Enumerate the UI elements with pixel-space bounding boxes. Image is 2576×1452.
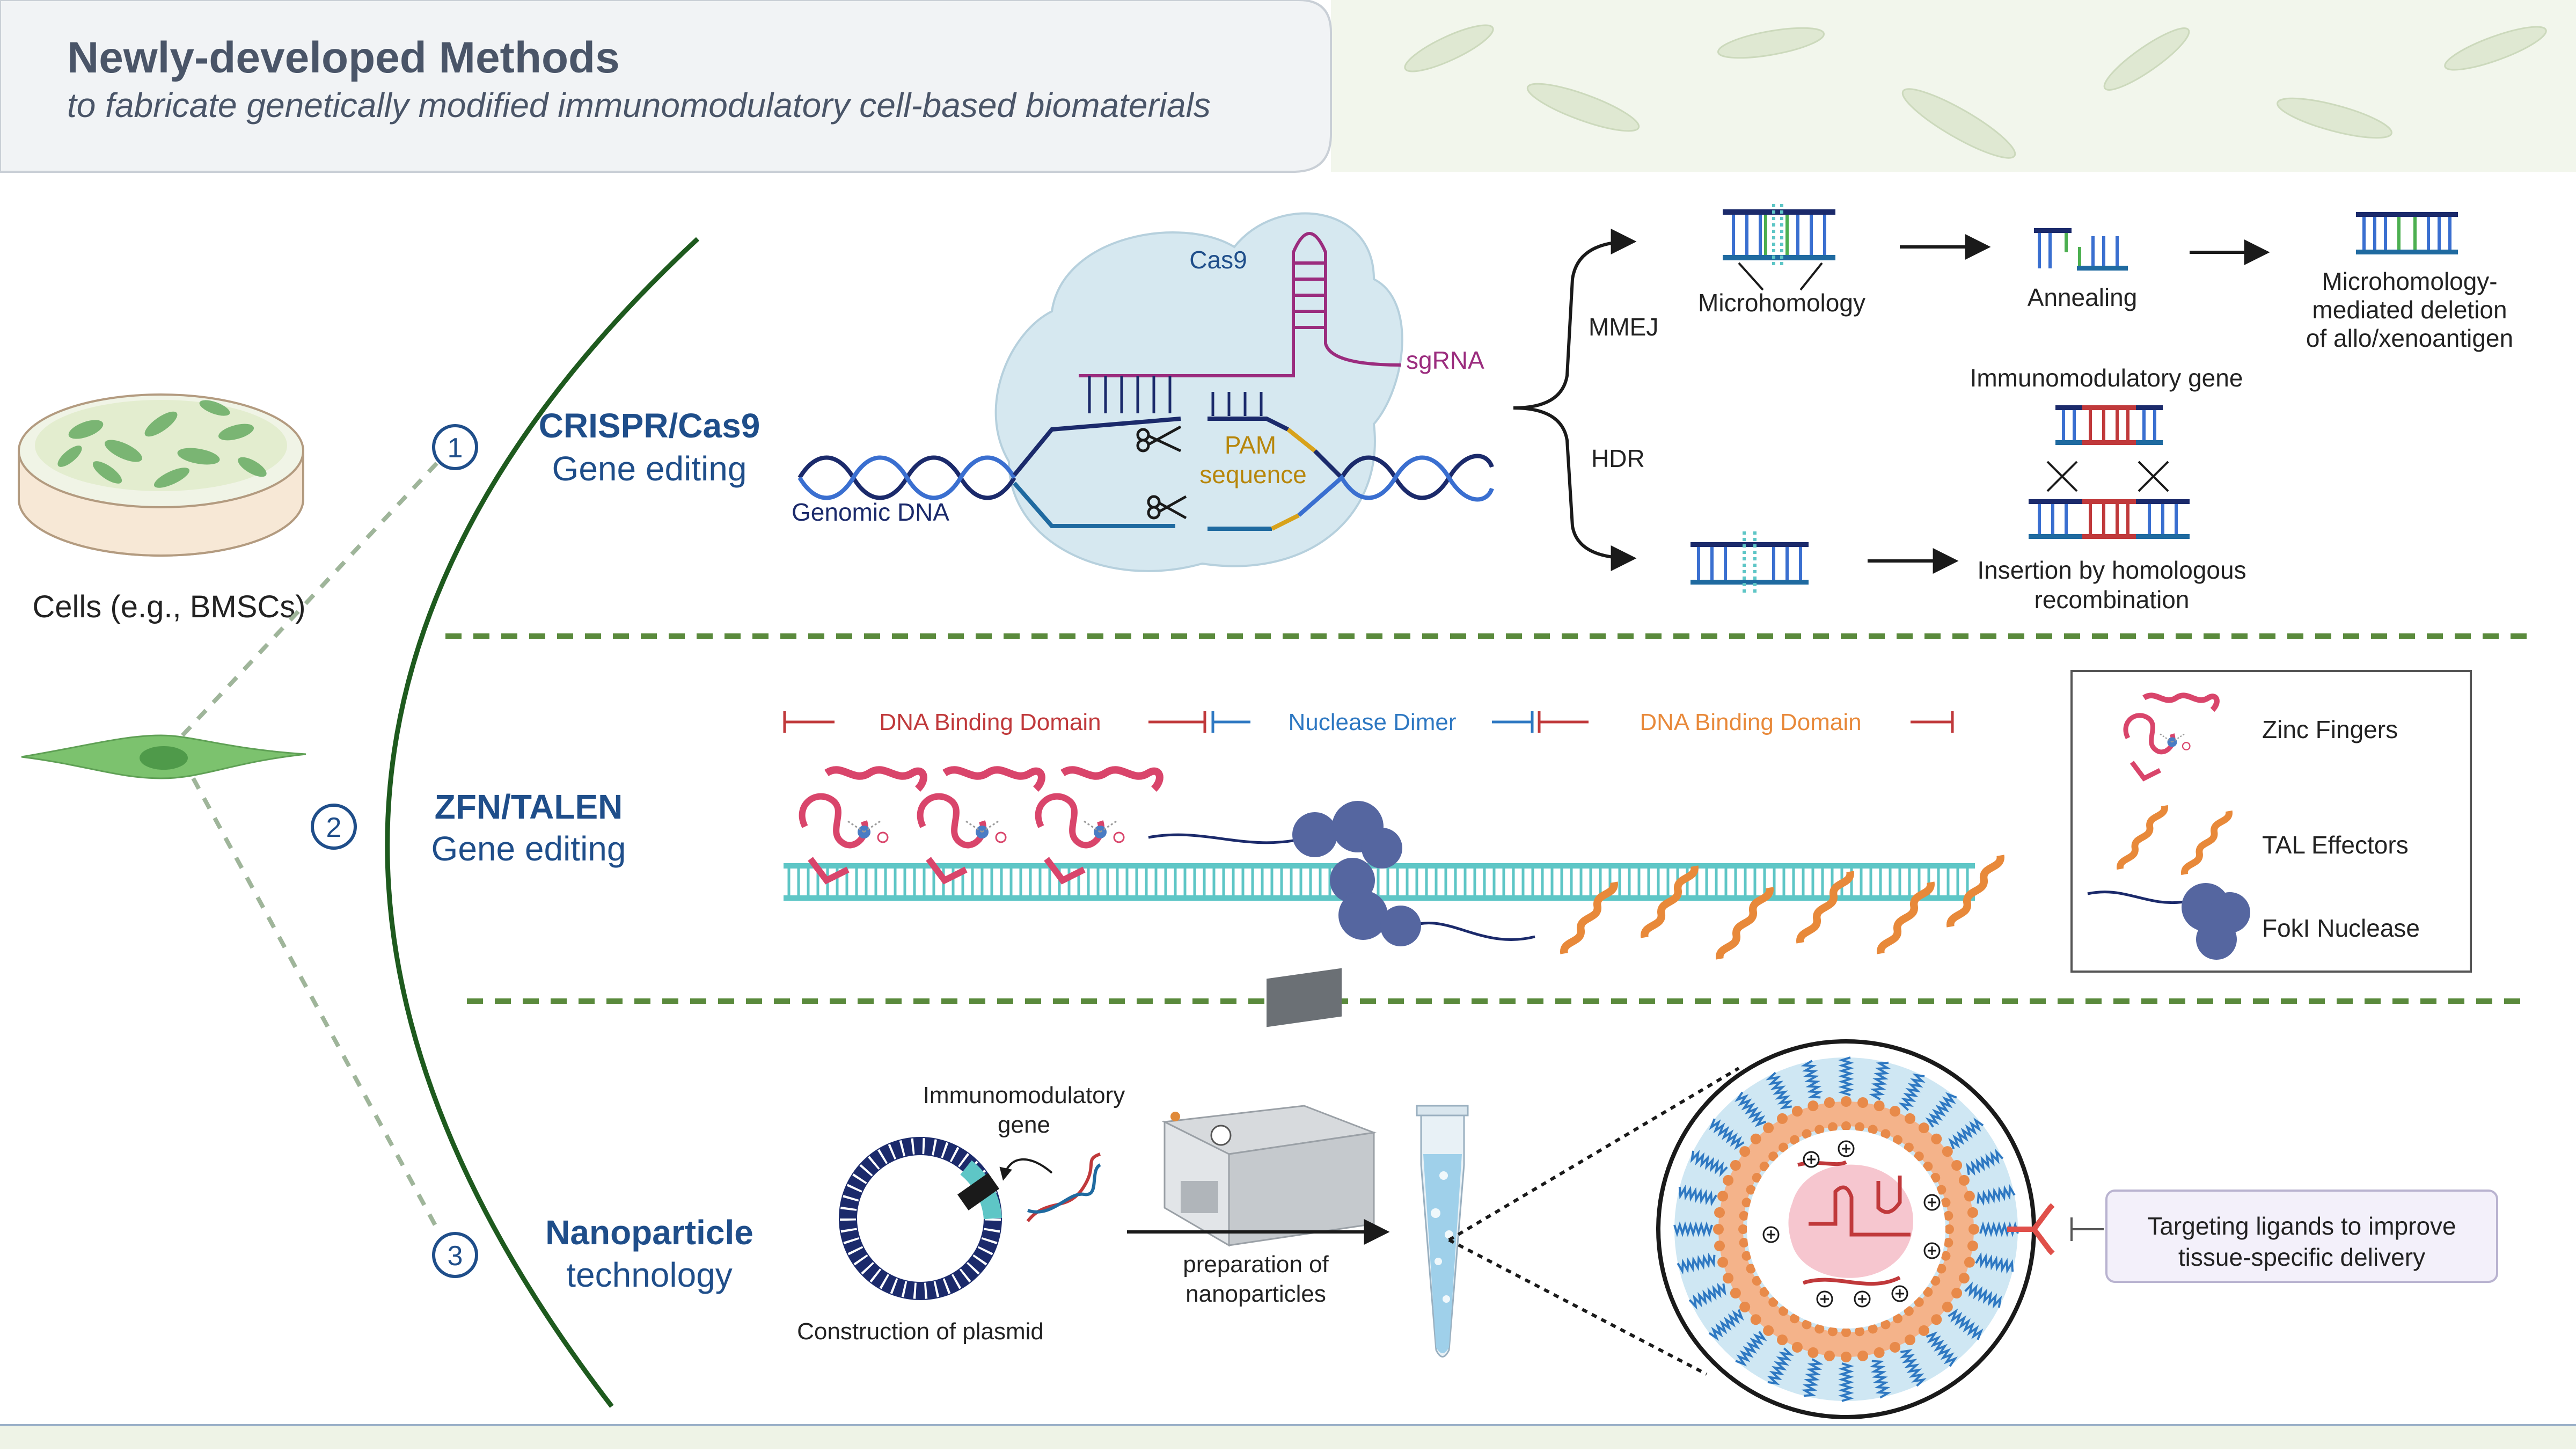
header-decor-cells	[1404, 24, 2547, 159]
zfn-linker	[1148, 833, 1310, 844]
step-marker-2: 2	[311, 804, 357, 850]
zfn-legend: Zinc Fingers TAL Effectors FokI Nuclease	[2070, 670, 2472, 973]
crispr-illustration: Cas9 sgRNA	[792, 212, 1494, 572]
plasmid-label: Construction of plasmid	[797, 1318, 1044, 1345]
step-marker-1: 1	[432, 424, 478, 470]
mmej-dna-cut	[1723, 204, 1835, 291]
deletion-label-line3: of allo/xenoantigen	[2306, 324, 2513, 352]
annealing-label: Annealing	[2028, 283, 2138, 311]
crossover-marks	[2046, 461, 2169, 492]
deletion-label-line1: Microhomology-	[2322, 267, 2497, 295]
genomic-dna	[797, 417, 1494, 531]
prep-label-line1: preparation of	[1183, 1251, 1329, 1278]
hdr-label: HDR	[1591, 444, 1645, 472]
crispr-title: CRISPR/Cas9	[539, 406, 760, 445]
immuno-gene-label-line1: Immunomodulatory	[923, 1082, 1125, 1108]
legend-foki-nuclease: FokI Nuclease	[2262, 914, 2420, 942]
ligand-label-line1: Targeting ligands to improve	[2147, 1212, 2456, 1240]
cas9-label: Cas9	[1189, 246, 1247, 274]
sgrna-strand	[1079, 232, 1401, 377]
nuclease-dimer-label: Nuclease Dimer	[1289, 709, 1457, 735]
svg-text:1: 1	[448, 433, 463, 464]
step-marker-3: 3	[432, 1232, 478, 1278]
zinc-finger-array	[799, 766, 1163, 885]
talen-linker	[1411, 922, 1535, 941]
single-cell	[21, 734, 306, 779]
dbd-left-label: DNA Binding Domain	[879, 709, 1101, 735]
foki-dimer	[1292, 801, 1421, 946]
immuno-gene-label: Immunomodulatory gene	[1970, 364, 2243, 392]
cells-label: Cells (e.g., BMSCs)	[32, 589, 305, 624]
lipid-bilayer	[1718, 1101, 1974, 1357]
ligand-label-line2: tissue-specific delivery	[2178, 1243, 2425, 1271]
nanoparticle-zoom	[1656, 1039, 2036, 1419]
mmej-label: MMEJ	[1589, 313, 1658, 341]
svg-text:2: 2	[326, 812, 342, 843]
nano-title: Nanoparticle	[545, 1213, 753, 1252]
legend-tal-effectors: TAL Effectors	[2262, 831, 2409, 859]
nano-subtitle: technology	[566, 1256, 733, 1294]
dbd-right-label: DNA Binding Domain	[1640, 709, 1861, 735]
tal-effector-array	[1560, 855, 2004, 960]
deletion-dna	[2356, 212, 2458, 254]
scissors-icon	[1136, 425, 1187, 520]
header-cell-pattern	[1331, 0, 2576, 172]
crispr-subtitle: Gene editing	[552, 449, 747, 488]
page-subtitle: to fabricate genetically modified immuno…	[67, 86, 1211, 125]
zoom-lines	[1448, 1067, 1740, 1376]
footer-band	[0, 1425, 2576, 1449]
microhomology-label: Microhomology	[1698, 289, 1865, 317]
microfluidic-device-icon	[1161, 968, 1377, 1247]
recombined-dna	[2029, 499, 2190, 539]
genomic-dna-label: Genomic DNA	[792, 498, 949, 526]
main-arc	[385, 237, 700, 1408]
plasmid-icon	[839, 1137, 1002, 1300]
repair-branch	[1513, 229, 1637, 571]
pam-label-line1: PAM	[1225, 431, 1276, 459]
tal-effector-legend-icon	[2117, 805, 2233, 875]
header: Newly-developed Methods to fabricate gen…	[0, 0, 2576, 173]
deletion-label-line2: mediated deletion	[2312, 296, 2507, 324]
pam-label-line2: sequence	[1199, 461, 1307, 488]
targeting-ligand-icon	[2007, 1203, 2055, 1256]
cas9-protein	[994, 212, 1403, 572]
petri-dish	[18, 393, 304, 557]
header-panel	[0, 0, 1332, 173]
cell-connectors	[181, 447, 452, 1230]
sgrna-label: sgRNA	[1406, 346, 1484, 374]
domain-brackets	[783, 711, 1954, 733]
ligand-callout-box	[2105, 1190, 2498, 1283]
prep-label-line2: nanoparticles	[1185, 1281, 1326, 1307]
insertion-label-line1: Insertion by homologous	[1977, 556, 2246, 584]
insertion-label-line2: recombination	[2035, 586, 2190, 614]
microtube-icon	[1416, 1105, 1469, 1358]
legend-zinc-fingers: Zinc Fingers	[2262, 716, 2398, 743]
immuno-gene-label-line2: gene	[998, 1112, 1050, 1138]
zfn-title: ZFN/TALEN	[435, 787, 623, 826]
annealing-dna	[2034, 228, 2128, 271]
zfn-subtitle: Gene editing	[431, 829, 626, 868]
donor-dna	[2055, 405, 2163, 445]
foki-legend-icon	[2087, 883, 2250, 960]
sgrna-basepairs	[1088, 376, 1263, 416]
page-title: Newly-developed Methods	[67, 33, 620, 82]
gene-dna-icon	[1026, 1152, 1101, 1222]
zinc-finger-legend-icon	[2123, 692, 2220, 782]
gene-insert-arrow	[999, 1158, 1053, 1181]
svg-text:3: 3	[448, 1241, 463, 1272]
hdr-dna-cut	[1690, 531, 1809, 596]
